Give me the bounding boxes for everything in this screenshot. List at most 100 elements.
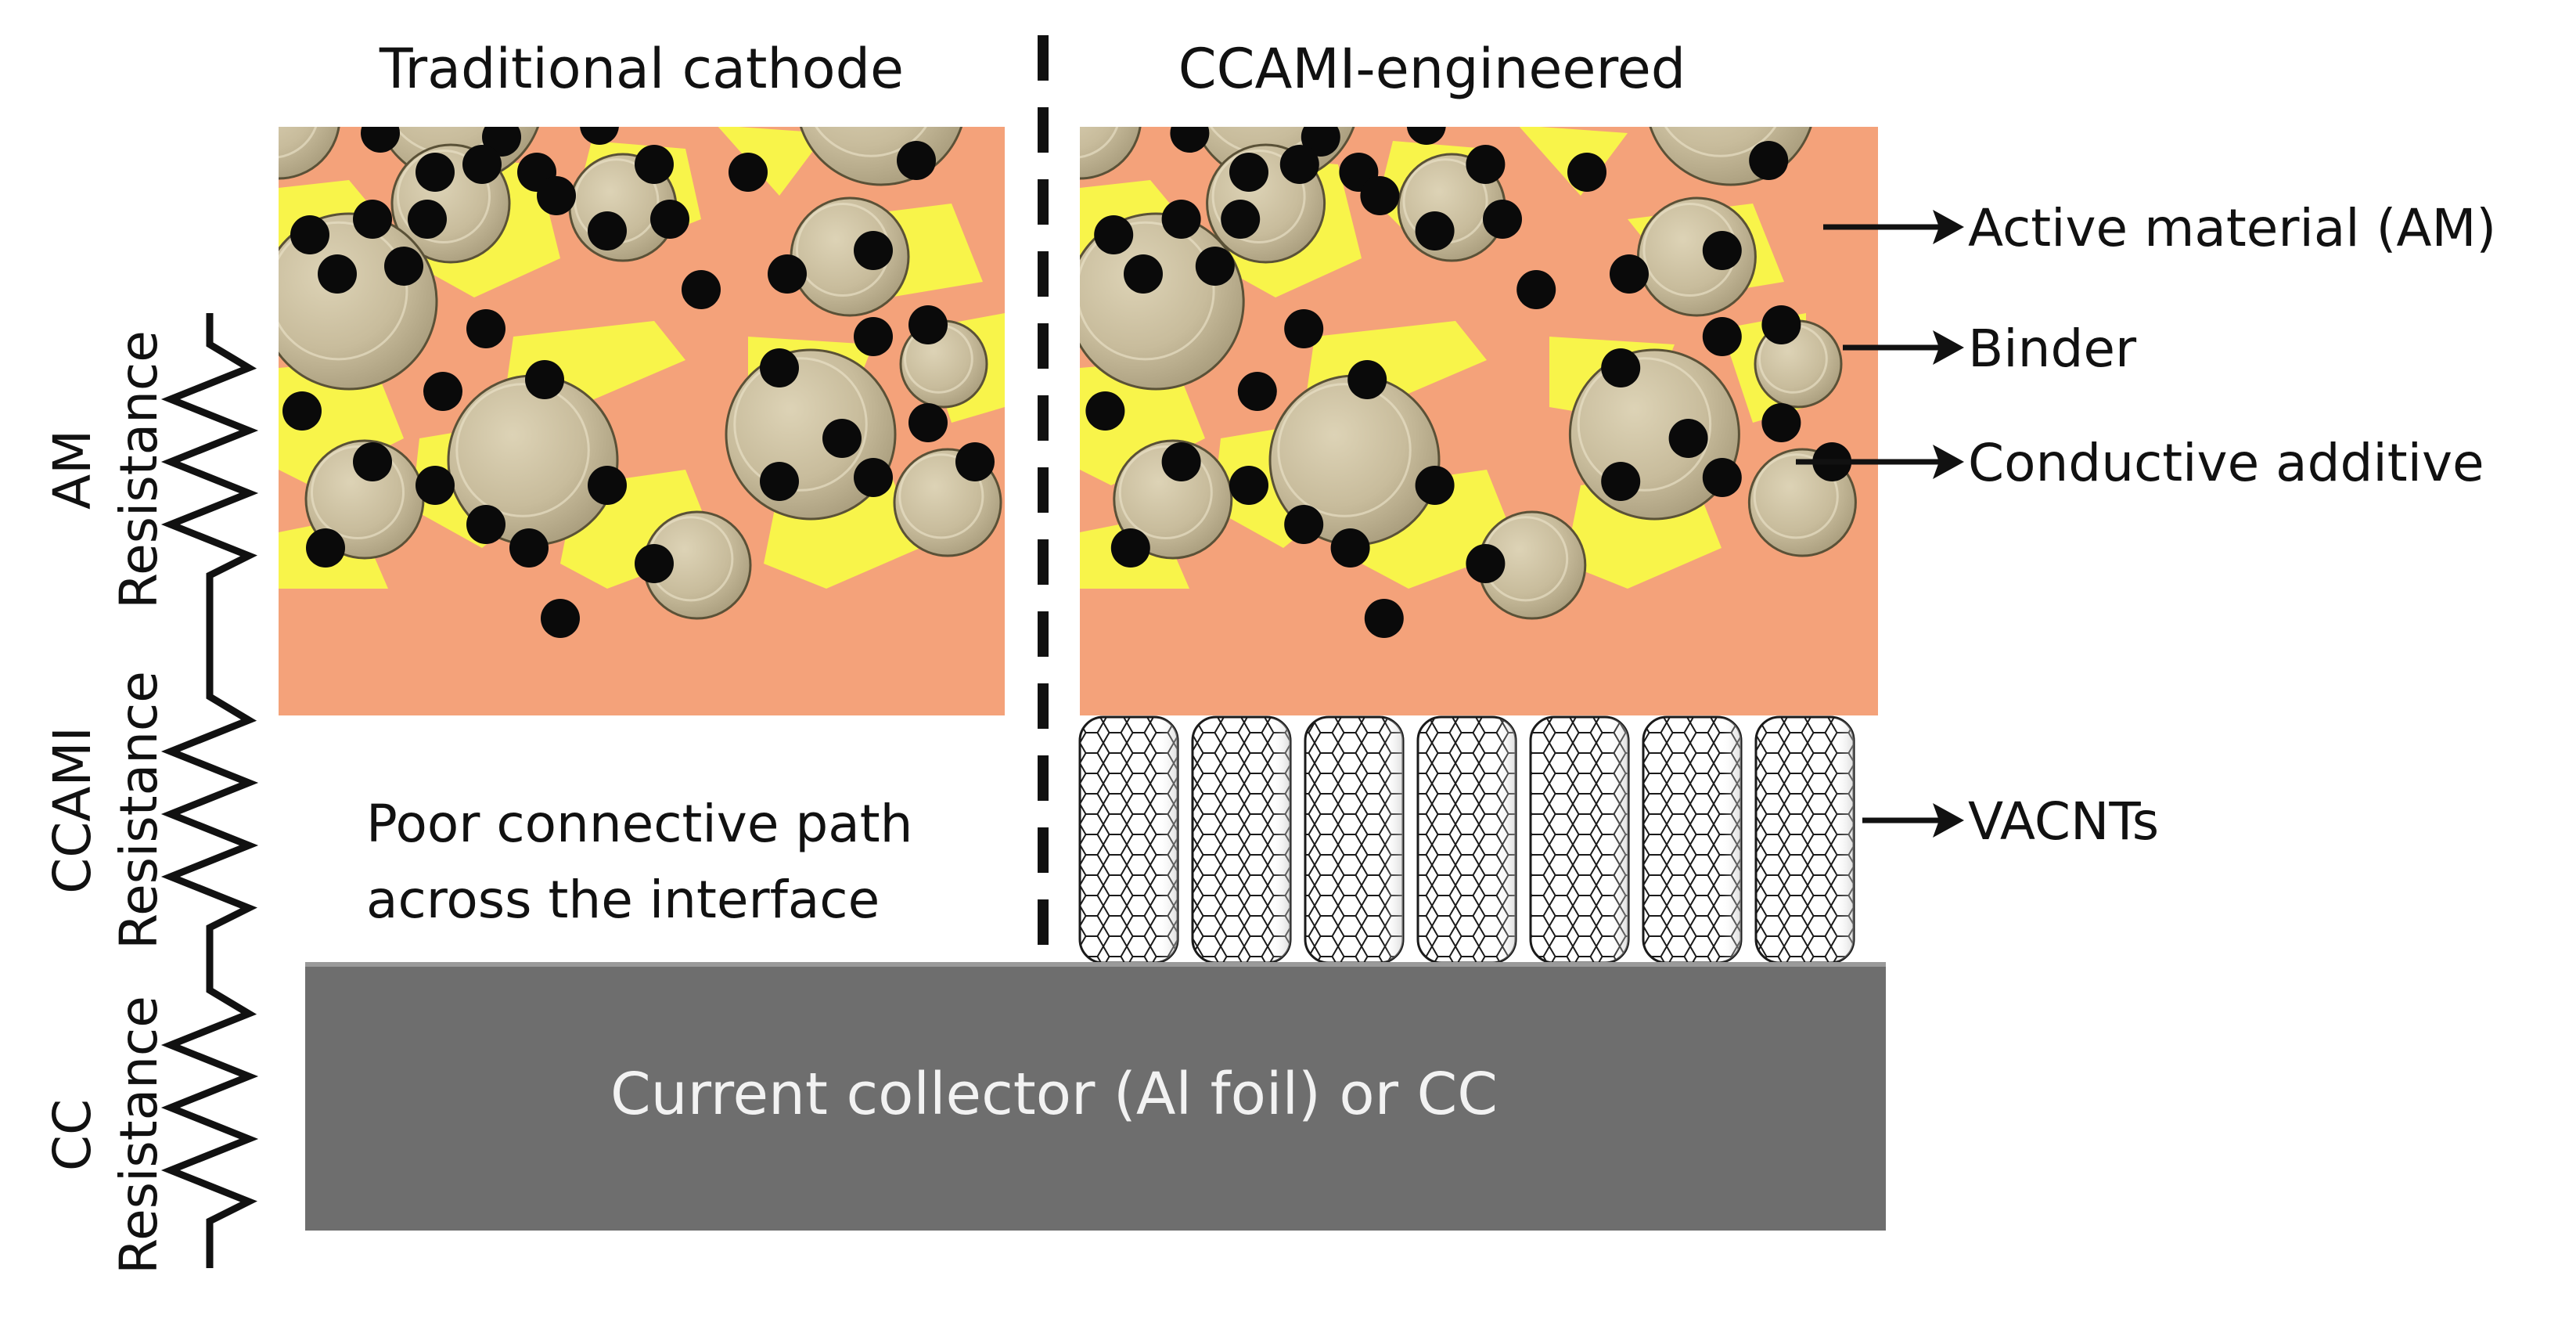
label-conductive-additive: Conductive additive — [1968, 433, 2484, 493]
conductive-additive-dot — [1761, 70, 1801, 110]
conductive-additive-dot — [1284, 505, 1324, 544]
conductive-additive-dot — [908, 70, 948, 110]
conductive-additive-dot — [1702, 458, 1742, 497]
nanotube-shade — [1756, 717, 1854, 963]
conductive-additive-dot — [854, 231, 893, 270]
vacnt-forest — [1078, 715, 1855, 964]
conductive-additive-dot — [1221, 200, 1261, 239]
conductive-additive-dot — [537, 176, 576, 215]
conductive-additive-dot — [1110, 528, 1150, 568]
conductive-additive-dot — [908, 305, 948, 344]
binder-yellow-region — [279, 127, 315, 149]
conductive-additive-dot — [1702, 317, 1742, 356]
conductive-additive-dot — [854, 317, 893, 356]
conductive-additive-dot — [955, 442, 995, 481]
zigzag-resistor-icon — [160, 313, 259, 665]
conductive-additive-dot — [1610, 254, 1649, 294]
conductive-additive-dot — [1567, 153, 1606, 192]
conductive-additive-dot — [1601, 348, 1641, 387]
cc-resistance-line1: CC — [42, 1099, 103, 1171]
right-arrow-icon — [1862, 803, 1964, 838]
conductive-additive-dot — [1406, 127, 1446, 145]
conductive-additive-dot — [408, 200, 447, 239]
conductive-additive-dot — [682, 270, 721, 309]
am-resistance-line2: Resistance — [109, 330, 169, 609]
label-active-material: Active material (AM) — [1968, 198, 2496, 258]
nanotube-shade — [1080, 717, 1178, 963]
hexagon-lattice-icon — [1529, 715, 1630, 964]
conductive-additive-dot — [1761, 403, 1801, 442]
conductive-additive-dot — [635, 544, 674, 583]
conductive-additive-dot — [588, 466, 627, 505]
conductive-additive-dot — [361, 127, 400, 153]
conductive-additive-dot — [588, 211, 627, 250]
particle-body — [1080, 127, 1142, 180]
conductive-additive-dot — [1330, 528, 1370, 568]
callout-arrows — [1796, 210, 1964, 838]
particle-highlight — [1118, 445, 1213, 539]
interface-note-line1: Poor connective path — [366, 794, 912, 854]
conductive-additive-dot — [416, 153, 455, 192]
active-material-particle — [1080, 212, 1245, 391]
binder-yellow-region — [1722, 0, 1806, 110]
conductive-additive-dot — [768, 254, 807, 294]
label-binder: Binder — [1968, 319, 2137, 379]
conductive-additive-dot — [729, 153, 768, 192]
particle-body — [279, 212, 438, 391]
conductive-additive-dot — [854, 458, 893, 497]
particle-highlight — [311, 445, 405, 539]
conductive-additive-dot — [1094, 215, 1134, 254]
conductive-additive-dot — [908, 403, 948, 442]
conductive-additive-dot — [384, 247, 423, 286]
particle-highlight — [1664, 127, 1777, 157]
right-arrow-icon — [1843, 330, 1964, 365]
conductive-additive-dot — [1364, 599, 1404, 638]
nanotube-shade — [1643, 717, 1741, 963]
particle-highlight — [455, 383, 590, 517]
zigzag-resistor-icon — [160, 967, 259, 1268]
right-arrow-icon — [1796, 445, 1964, 479]
am-resistance-label: AM Resistance — [42, 330, 169, 609]
conductive-additive-dot — [760, 462, 799, 501]
conductive-additive-dot — [1601, 462, 1641, 501]
conductive-additive-dot — [525, 360, 564, 399]
cc-resistance-line2: Resistance — [109, 996, 169, 1274]
ccami-resistance-line2: Resistance — [109, 671, 169, 950]
conductive-additive-dot — [1761, 305, 1801, 344]
label-vacnts: VACNTs — [1968, 791, 2159, 852]
active-material-particle — [279, 212, 438, 391]
particle-highlight — [1753, 453, 1839, 539]
hexagon-lattice-icon — [1304, 715, 1405, 964]
conductive-additive-dot — [423, 372, 462, 411]
conductive-additive-dots — [1085, 59, 1852, 638]
right-arrow-icon — [1823, 210, 1964, 244]
engineered-electrode-slab — [1080, 0, 1878, 715]
conductive-additive-dot — [1085, 391, 1125, 431]
conductive-additive-dot — [1749, 141, 1789, 180]
zigzag-resistor-icon — [160, 665, 259, 967]
hexagon-lattice-icon — [1642, 715, 1743, 964]
conductive-additive-dot — [466, 309, 505, 348]
conductive-additive-dot — [1124, 254, 1163, 294]
active-material-particle — [279, 127, 340, 180]
conductive-additive-dot — [1229, 466, 1268, 505]
conductive-additive-dot — [1237, 372, 1277, 411]
particle-highlight — [279, 127, 318, 159]
particle-highlight — [279, 221, 408, 361]
particle-highlight — [1577, 357, 1712, 492]
conductive-additive-dot — [416, 466, 455, 505]
conductive-additive-dot — [1161, 442, 1201, 481]
conductive-additive-dot — [541, 599, 580, 638]
conductive-additive-dot — [1279, 145, 1319, 184]
conductive-additive-dot — [318, 254, 357, 294]
am-resistance-line1: AM — [42, 430, 103, 510]
conductive-additive-dot — [650, 200, 689, 239]
conductive-additive-dot — [1466, 544, 1506, 583]
heading-traditional-cathode: Traditional cathode — [379, 37, 904, 101]
conductive-additive-dot — [290, 215, 329, 254]
hexagon-lattice-icon — [1191, 715, 1292, 964]
conductive-additive-dot — [353, 442, 392, 481]
active-material-particle — [447, 374, 619, 546]
conductive-additive-dot — [1711, 59, 1750, 98]
